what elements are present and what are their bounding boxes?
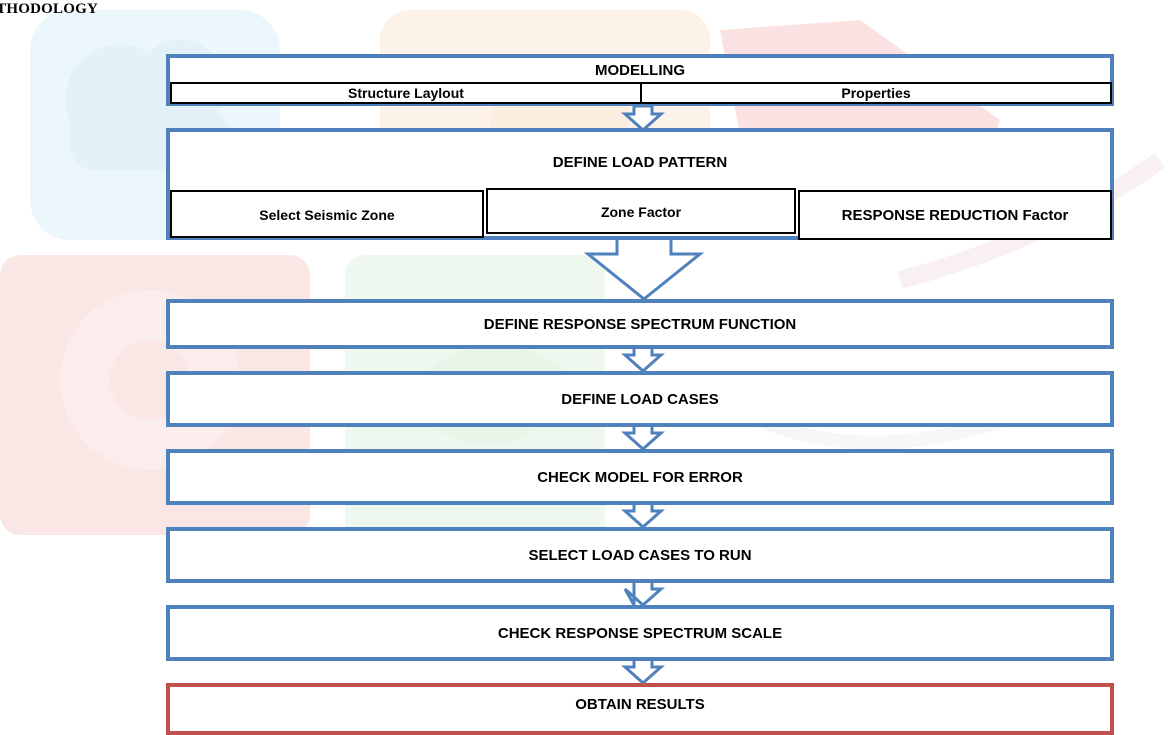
arrow-down-icon: [621, 104, 665, 133]
sub-step-structure-layout: Structure Laylout: [170, 82, 642, 104]
step-title: OBTAIN RESULTS: [575, 695, 705, 713]
step-define-load-cases: DEFINE LOAD CASES: [166, 371, 1114, 427]
sub-step-label: Properties: [841, 85, 911, 101]
sub-step-label: Zone Factor: [600, 204, 682, 220]
arrow-down-icon: [621, 657, 665, 686]
step-title: MODELLING: [595, 62, 685, 79]
arrow-down-icon: [621, 423, 665, 452]
step-title: CHECK RESPONSE SPECTRUM SCALE: [497, 624, 783, 642]
step-title: DEFINE LOAD PATTERN: [552, 154, 728, 171]
sub-step-label: RESPONSE REDUCTION Factor: [841, 206, 1069, 224]
step-title: SELECT LOAD CASES TO RUN: [528, 546, 752, 564]
step-title: DEFINE LOAD CASES: [561, 390, 719, 408]
sub-step-select-seismic-zone: Select Seismic Zone: [170, 190, 484, 238]
arrow-down-icon: [583, 236, 705, 301]
section-heading: ETHODOLOGY: [0, 1, 99, 17]
step-title: DEFINE RESPONSE SPECTRUM FUNCTION: [483, 315, 797, 333]
sub-step-response-reduction-factor: RESPONSE REDUCTION Factor: [798, 190, 1112, 240]
step-obtain-results: OBTAIN RESULTS: [166, 683, 1114, 735]
arrow-down-icon: [623, 579, 665, 611]
step-title: CHECK MODEL FOR ERROR: [537, 468, 743, 486]
sub-step-label: Structure Laylout: [348, 85, 464, 101]
step-define-response-spectrum-function: DEFINE RESPONSE SPECTRUM FUNCTION: [166, 299, 1114, 349]
step-check-response-spectrum-scale: CHECK RESPONSE SPECTRUM SCALE: [166, 605, 1114, 661]
sub-step-zone-factor: Zone Factor: [486, 188, 796, 234]
arrow-down-icon: [621, 345, 665, 374]
step-check-model-for-error: CHECK MODEL FOR ERROR: [166, 449, 1114, 505]
step-select-load-cases-to-run: SELECT LOAD CASES TO RUN: [166, 527, 1114, 583]
sub-step-label: Select Seismic Zone: [259, 207, 395, 223]
arrow-down-icon: [621, 501, 665, 530]
sub-step-properties: Properties: [640, 82, 1112, 104]
